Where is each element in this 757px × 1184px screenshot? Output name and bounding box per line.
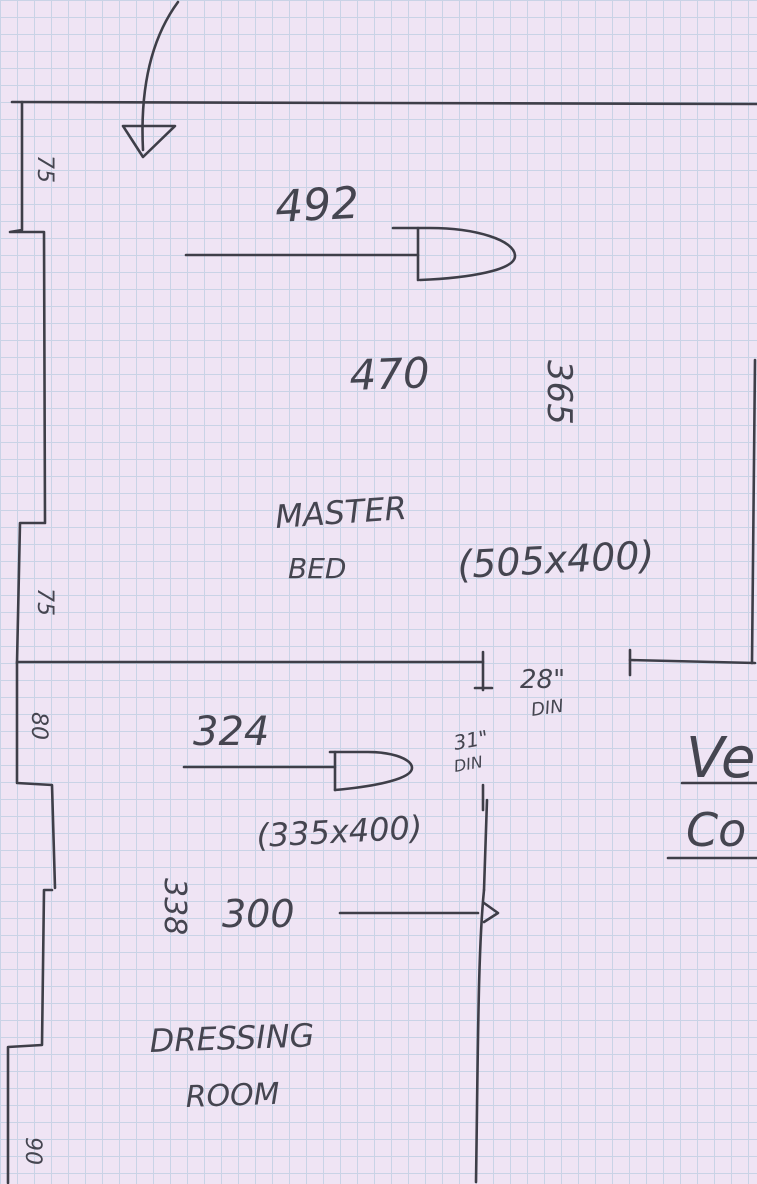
master-bed-walls	[8, 100, 757, 665]
dressing-room-height-label: 338	[157, 878, 192, 935]
walk-in-door-width-label: 31"	[452, 725, 490, 755]
cutoff-underlines	[666, 781, 757, 860]
entry-arrow	[121, 0, 180, 159]
walk-in-size-label: (335x400)	[255, 808, 423, 855]
wall-bottom-label: 75	[32, 588, 57, 616]
walk-in-walls	[15, 661, 489, 892]
door-markers	[473, 648, 632, 812]
cutoff-label-line1: Ve	[686, 726, 755, 791]
master-door-note: DIN	[530, 696, 565, 721]
dressing-room-walls	[6, 888, 486, 1184]
dressing-room-width-label: 300	[222, 892, 295, 936]
wall-dressing-bottom-label: 90	[20, 1137, 45, 1165]
walk-in-width-arrow	[182, 750, 414, 792]
dressing-room-label-line1: DRESSING	[149, 1016, 315, 1060]
master-bed-width-arrow	[184, 226, 517, 282]
master-bed-label-line1: MASTER	[274, 489, 408, 536]
dressing-room-label-line2: ROOM	[185, 1077, 280, 1115]
dressing-room-width-arrow	[338, 901, 500, 924]
master-bed-height-label: 365	[539, 360, 579, 425]
master-door-width-label: 28"	[520, 665, 565, 695]
walk-in-door-note: DIN	[452, 752, 484, 776]
wall-top-label: 75	[32, 155, 57, 183]
master-bed-size-label: (505x400)	[456, 533, 655, 587]
master-bed-label-line2: BED	[288, 552, 346, 585]
cutoff-label-line2: Co	[686, 803, 746, 857]
master-bed-width-label: 492	[274, 178, 361, 233]
walk-in-width-label: 324	[193, 709, 269, 755]
master-bed-inner-width-label: 470	[349, 348, 431, 400]
wall-left-label: 80	[26, 712, 51, 740]
